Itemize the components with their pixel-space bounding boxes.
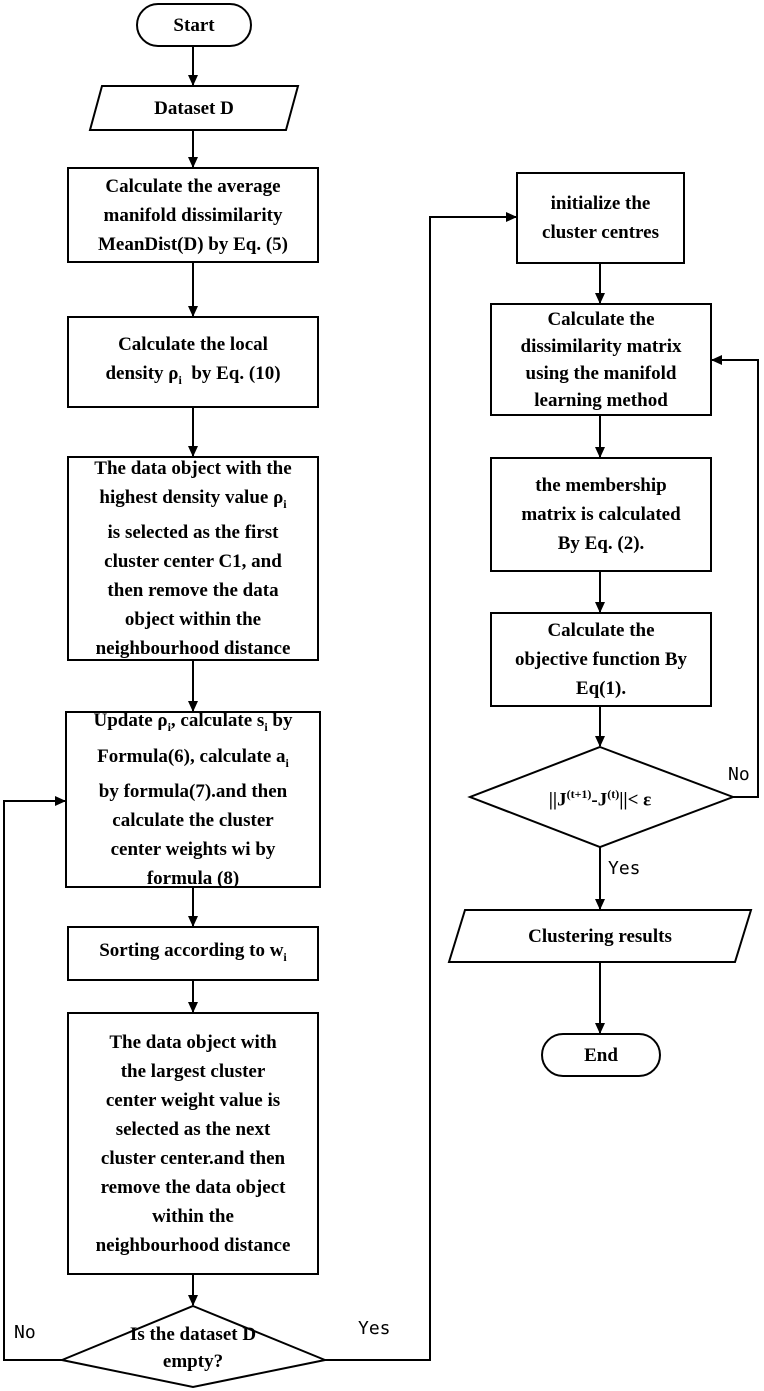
dissim-matrix-text: Calculate the dissimilarity matrix using… bbox=[520, 308, 682, 411]
arrow-decision-yes-to-init bbox=[325, 212, 517, 1361]
sorting-text: Sorting according to wi bbox=[99, 939, 287, 964]
empty-no-label: No bbox=[14, 1322, 36, 1343]
update-text: Update ρi, calculate si by Formula(6), c… bbox=[93, 709, 293, 890]
dataset-parallelogram bbox=[88, 85, 300, 131]
meandist-text: Calculate the average manifold dissimila… bbox=[98, 175, 288, 255]
results-text: Clustering results bbox=[528, 925, 672, 947]
density-text: Calculate the local density ρi by Eq. (1… bbox=[105, 333, 281, 387]
first-center-text: The data object with the highest density… bbox=[94, 457, 292, 660]
start-label: Start bbox=[173, 14, 215, 36]
arrow-converge-no-loop bbox=[711, 355, 759, 798]
dataset-label: Dataset D bbox=[154, 97, 234, 119]
converge-yes-label: Yes bbox=[608, 858, 641, 879]
empty-decision-diamond bbox=[58, 1304, 329, 1389]
init-centres-text: initialize the cluster centres bbox=[542, 193, 659, 243]
end-terminal bbox=[541, 1033, 661, 1077]
empty-yes-label: Yes bbox=[358, 1318, 391, 1339]
objective-text: Calculate the objective function By Eq(1… bbox=[514, 620, 688, 699]
converge-decision-text: ||J(t+1)-J(t)||< ε bbox=[548, 786, 652, 811]
membership-text: the membership matrix is calculated By E… bbox=[521, 475, 681, 554]
converge-no-label: No bbox=[728, 764, 750, 785]
empty-decision-text: Is the dataset D empty? bbox=[129, 1324, 257, 1372]
next-center-text: The data object with the largest cluster… bbox=[95, 1031, 291, 1256]
arrow-decision-no-loop bbox=[3, 796, 66, 1361]
end-label: End bbox=[584, 1044, 618, 1066]
results-parallelogram bbox=[447, 909, 753, 963]
